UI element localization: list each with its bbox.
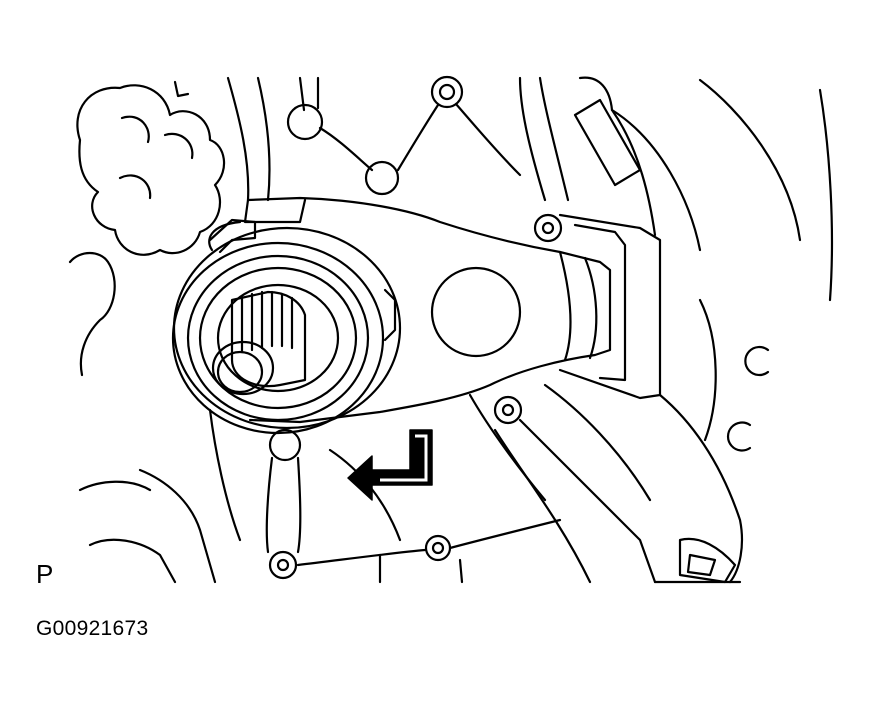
corner-label: P <box>36 559 54 589</box>
release-bearing <box>171 218 402 435</box>
housing-casting <box>68 75 834 584</box>
release-fork <box>208 196 612 424</box>
figure-code: G00921673 <box>36 617 149 640</box>
input-shaft <box>211 290 307 396</box>
bent-arrow-left-icon <box>347 429 433 501</box>
